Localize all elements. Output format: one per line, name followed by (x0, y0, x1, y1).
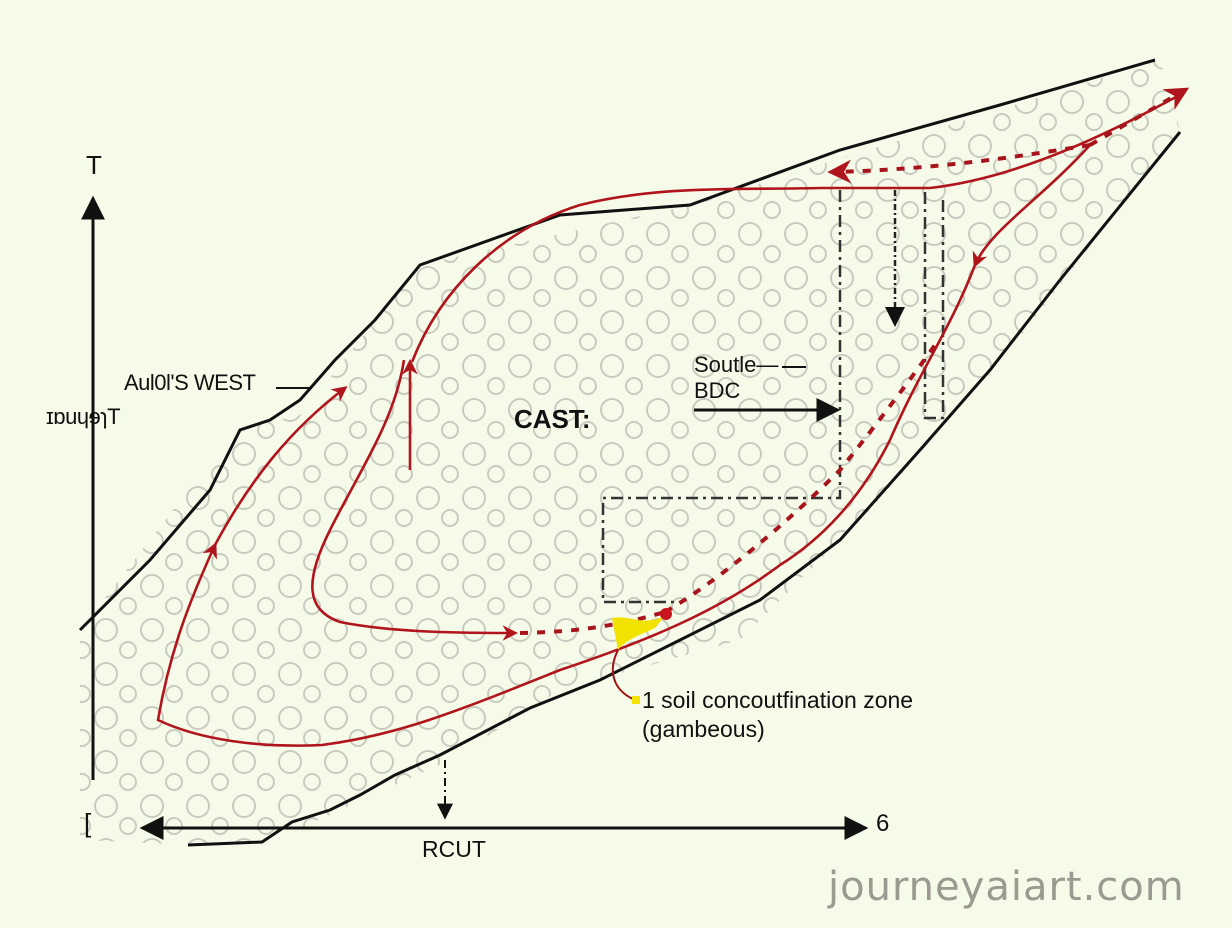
west-label: Aul0l'S WEST (124, 370, 256, 395)
horizontal-axis-right-label: 6 (876, 810, 890, 837)
watermark: journeyaiart.com (828, 864, 1185, 910)
contamination-zone-label: 1 soil concoutfination zone (gambeous) (642, 686, 913, 744)
zone-boundaries (601, 190, 945, 604)
zone-label-line2: (gambeous) (642, 716, 765, 742)
basin-outline (78, 58, 1182, 847)
mirrored-label: ɪɒuɥɘɿT (46, 404, 121, 429)
particle-texture (80, 60, 1180, 845)
cast-label: CAST: (514, 404, 591, 434)
source-label-line2: BDC (694, 378, 741, 403)
horizontal-axis-left-label: [ (84, 808, 92, 838)
source-label-line1: Soutle— (694, 352, 779, 377)
rcut-label: RCUT (422, 836, 486, 862)
dotted-flow-paths (519, 87, 1190, 635)
zone-label-line1: 1 soil concoutfination zone (642, 687, 914, 713)
contamination-marker (611, 608, 672, 704)
flow-paths (156, 90, 1186, 747)
source-label: Soutle— BDC (694, 352, 778, 404)
vertical-axis-label: T (86, 150, 102, 180)
